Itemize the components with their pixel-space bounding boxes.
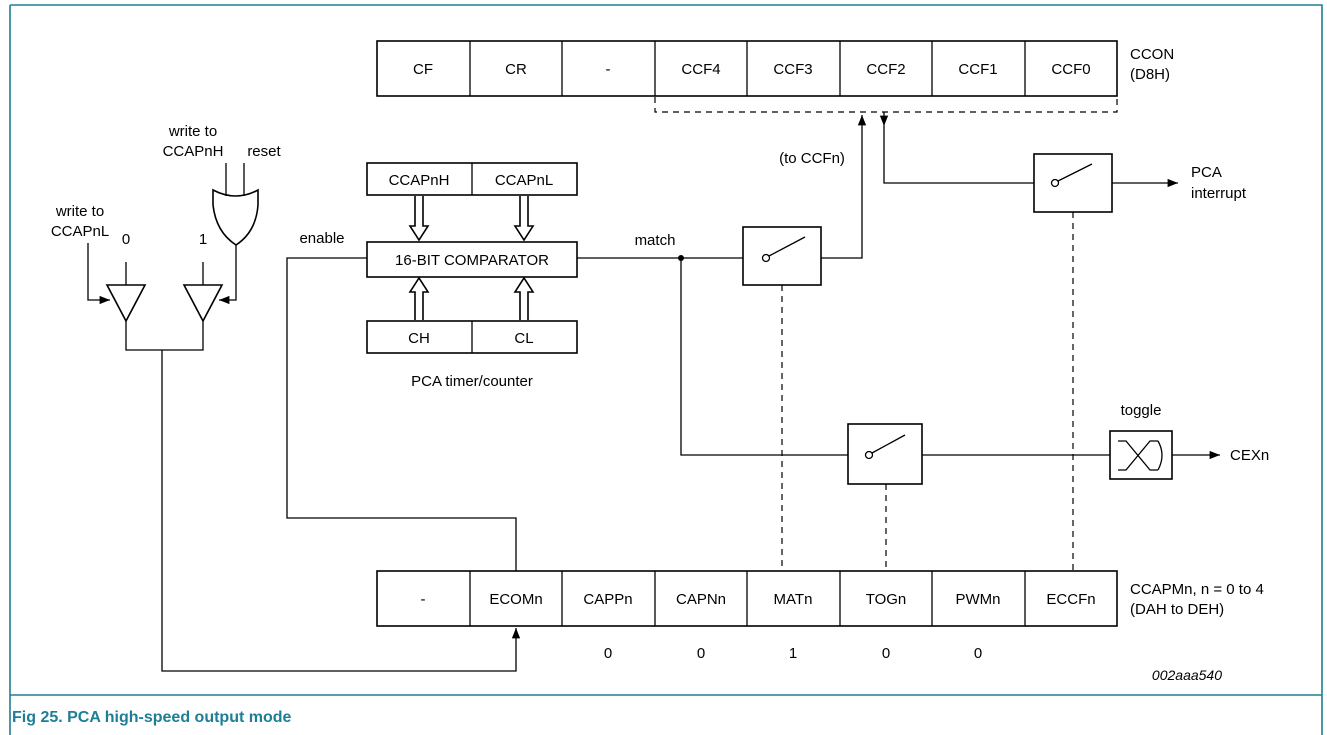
ccapm-name: CCAPMn, n = 0 to 4 xyxy=(1130,581,1264,598)
wire-match-to-toggle-switch xyxy=(680,258,848,456)
bit-value-pwmn: 0 xyxy=(974,645,982,662)
ccapnl-register: CCAPnL xyxy=(495,172,553,189)
reset-label: reset xyxy=(247,143,281,160)
ccapm-bit-pwmn: PWMn xyxy=(956,591,1001,608)
ccon-bit-cr: CR xyxy=(505,61,527,78)
hollow-arrow-cl xyxy=(513,276,535,320)
bit-value-togn: 0 xyxy=(882,645,890,662)
wire-or-to-buffer xyxy=(219,245,237,305)
buffer-input-one: 1 xyxy=(199,231,207,248)
buffer-input-zero: 0 xyxy=(122,231,130,248)
bit-value-matn: 1 xyxy=(789,645,797,662)
pca-interrupt-label-1: PCA xyxy=(1191,164,1222,181)
ch-register: CH xyxy=(408,330,430,347)
buffer-ccapnh xyxy=(182,284,224,323)
figure-frame xyxy=(9,4,1323,735)
ccon-bit-ccf2: CCF2 xyxy=(866,61,905,78)
ccapm-bit-ecomn: ECOMn xyxy=(489,591,542,608)
comparator-label: 16-BIT COMPARATOR xyxy=(395,252,549,269)
wire-to-ccfn xyxy=(821,115,867,259)
wire-write-ccapnl xyxy=(87,243,110,305)
or-gate xyxy=(212,188,259,246)
cexn-label: CEXn xyxy=(1230,447,1269,464)
ccon-bit-ccf0: CCF0 xyxy=(1051,61,1090,78)
wire-to-ecomn xyxy=(161,350,521,672)
to-ccfn-label: (to CCFn) xyxy=(779,150,845,167)
ccapm-bit-matn: MATn xyxy=(774,591,813,608)
write-ccapnl-label-1: write to xyxy=(55,203,104,220)
ccon-bit-unused: - xyxy=(606,61,611,78)
toggle-block xyxy=(1109,430,1173,480)
bit-value-capnn: 0 xyxy=(697,645,705,662)
ccon-address: (D8H) xyxy=(1130,66,1170,83)
pca-timer-registers: CH CL xyxy=(366,320,578,354)
wire-enable xyxy=(286,257,517,571)
write-ccapnh-label-2: CCAPnH xyxy=(163,143,224,160)
match-label: match xyxy=(635,232,676,249)
ccapm-bit-unused: - xyxy=(421,591,426,608)
ccon-bit-ccf3: CCF3 xyxy=(773,61,812,78)
eccfn-switch xyxy=(1033,153,1113,213)
hollow-arrow-ch xyxy=(408,276,430,320)
buffer-ccapnl xyxy=(105,284,147,323)
ccapm-bit-capnn: CAPNn xyxy=(676,591,726,608)
togn-switch xyxy=(847,423,923,485)
pca-interrupt-label-2: interrupt xyxy=(1191,185,1247,202)
wire-ccfn-to-interrupt-switch xyxy=(883,126,1034,184)
figure-reference: 002aaa540 xyxy=(1152,667,1222,683)
comparator-block xyxy=(366,241,578,278)
ccapnh-register: CCAPnH xyxy=(389,172,450,189)
ccapm-bit-cappn: CAPPn xyxy=(583,591,632,608)
ccon-bit-cf: CF xyxy=(413,61,433,78)
enable-label: enable xyxy=(299,230,344,247)
ccon-bit-ccf1: CCF1 xyxy=(958,61,997,78)
ccapm-bit-eccfn: ECCFn xyxy=(1046,591,1095,608)
hollow-arrow-ccapnh xyxy=(408,196,430,242)
ccapm-address: (DAH to DEH) xyxy=(1130,601,1224,618)
ccon-name: CCON xyxy=(1130,46,1174,63)
hollow-arrow-ccapnl xyxy=(513,196,535,242)
ccon-bit-ccf4: CCF4 xyxy=(681,61,720,78)
ccon-register: CF CR - CCF4 CCF3 CCF2 CCF1 CCF0 CCON (D… xyxy=(376,40,1174,97)
toggle-label: toggle xyxy=(1121,402,1162,419)
bit-value-cappn: 0 xyxy=(604,645,612,662)
figure-caption: Fig 25. PCA high-speed output mode xyxy=(12,709,292,726)
ccf-bits-bracket xyxy=(654,97,1118,113)
cl-register: CL xyxy=(514,330,533,347)
ccapm-register: - ECOMn CAPPn CAPNn MATn TOGn PWMn ECCFn… xyxy=(376,570,1264,627)
ccap-registers: CCAPnH CCAPnL xyxy=(366,162,578,196)
pca-timer-label: PCA timer/counter xyxy=(411,373,533,390)
write-ccapnl-label-2: CCAPnL xyxy=(51,223,109,240)
matn-switch xyxy=(742,226,822,286)
wire-buffer-outputs xyxy=(125,321,204,351)
ccapm-bit-togn: TOGn xyxy=(866,591,907,608)
write-ccapnh-label-1: write to xyxy=(168,123,217,140)
